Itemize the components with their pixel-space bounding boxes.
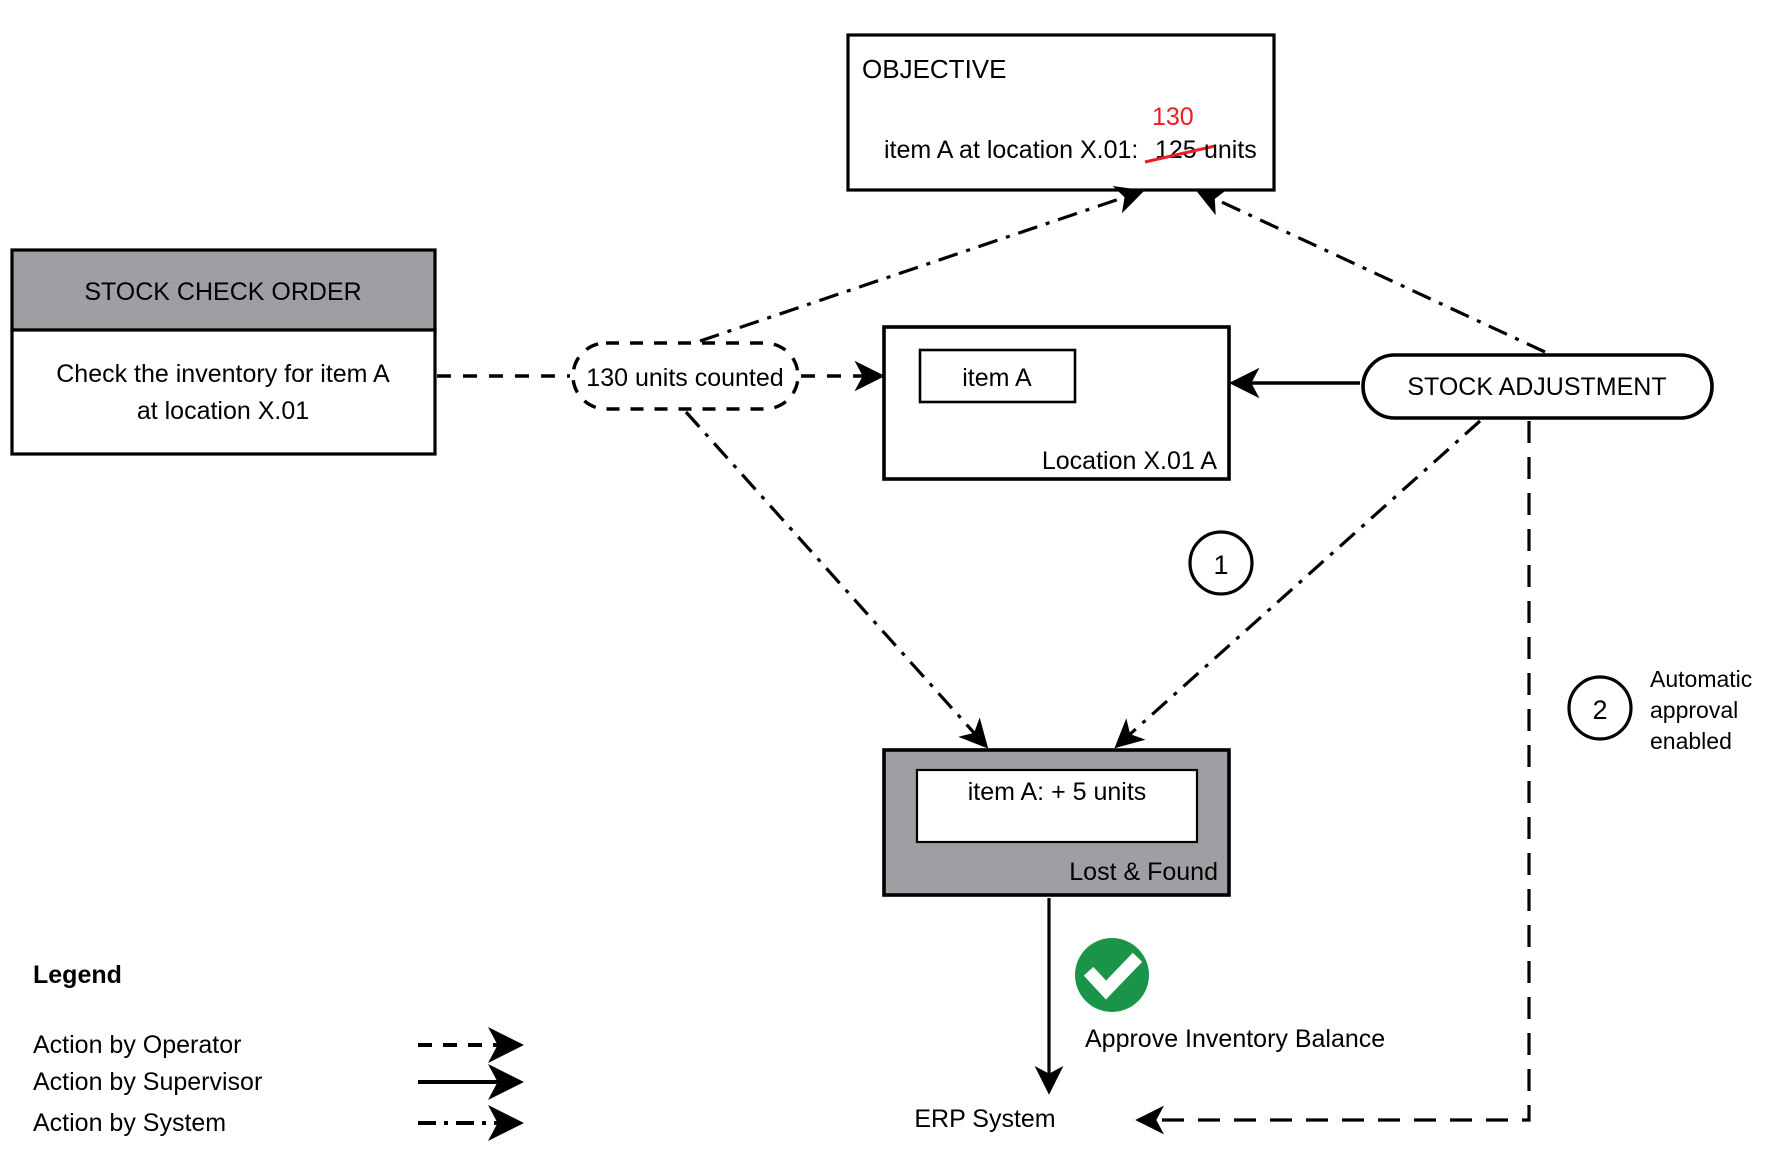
approve-label: Approve Inventory Balance [1085, 1025, 1385, 1053]
edge-adjustment-to-lost-found [1114, 419, 1482, 749]
marker-1: 1 [1188, 530, 1254, 596]
stock-check-order-line-1: Check the inventory for item A [56, 360, 390, 388]
legend: Legend Action by Operator Action by Supe… [33, 961, 524, 1141]
edge-adjustment-to-erp [1135, 421, 1531, 1135]
marker-2-number: 2 [1592, 695, 1607, 725]
location-card: item A Location X.01 A [882, 325, 1231, 481]
objective-line: item A at location X.01: [884, 136, 1138, 164]
legend-item-supervisor: Action by Supervisor [33, 1064, 524, 1100]
marker-2-note-line-3: enabled [1650, 728, 1732, 754]
legend-label-operator: Action by Operator [33, 1031, 241, 1059]
edge-count-to-objective [699, 186, 1145, 343]
location-card-item: item A [962, 364, 1032, 392]
stock-check-order-card: STOCK CHECK ORDER Check the inventory fo… [10, 248, 437, 456]
stock-adjustment-label: STOCK ADJUSTMENT [1407, 373, 1666, 401]
marker-2-note-line-1: Automatic [1650, 666, 1752, 692]
edge-count-to-lost-found [684, 410, 989, 749]
marker-2: 2 Automatic approval enabled [1567, 666, 1752, 754]
stock-check-order-header: STOCK CHECK ORDER [84, 278, 361, 306]
legend-item-operator: Action by Operator [33, 1027, 524, 1063]
erp-system-label: ERP System [914, 1105, 1055, 1133]
legend-label-system: Action by System [33, 1109, 226, 1137]
objective-unit: units [1204, 136, 1257, 164]
lost-found-card: item A: + 5 units Lost & Found [882, 748, 1231, 897]
legend-item-system: Action by System [33, 1105, 524, 1141]
counted-bubble: 130 units counted [571, 341, 800, 411]
legend-label-supervisor: Action by Supervisor [33, 1068, 262, 1096]
lost-found-footer: Lost & Found [1069, 858, 1218, 886]
edge-adjustment-to-objective [1195, 189, 1546, 354]
legend-title: Legend [33, 961, 122, 989]
stock-check-order-line-2: at location X.01 [137, 397, 309, 425]
check-circle-icon [1075, 938, 1149, 1012]
objective-new-value: 130 [1152, 103, 1194, 131]
marker-1-number: 1 [1213, 550, 1228, 580]
objective-header: OBJECTIVE [862, 54, 1006, 84]
counted-bubble-label: 130 units counted [586, 364, 783, 392]
stock-adjustment-node: STOCK ADJUSTMENT [1361, 353, 1714, 420]
lost-found-item: item A: + 5 units [968, 778, 1147, 806]
strikethrough-line [1144, 144, 1216, 164]
location-card-footer: Location X.01 A [1042, 447, 1217, 475]
objective-card: OBJECTIVE item A at location X.01: 125 1… [846, 33, 1276, 192]
marker-2-note-line-2: approval [1650, 697, 1738, 723]
